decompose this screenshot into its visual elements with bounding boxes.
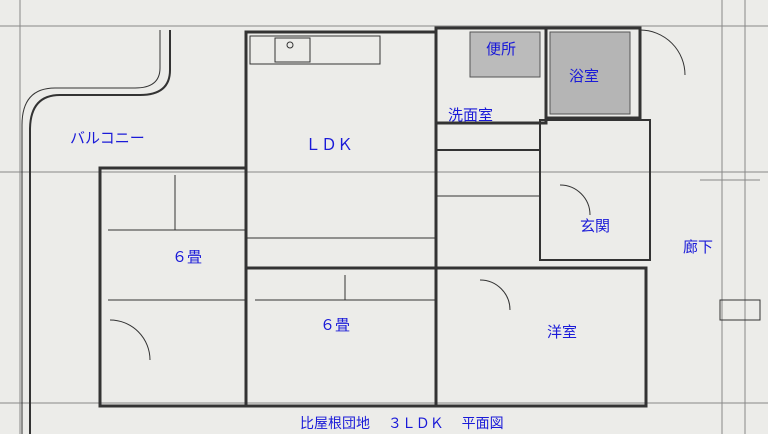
- room-label-washroom: 洗面室: [448, 106, 494, 124]
- caption-type: 平面図: [461, 416, 504, 432]
- room-label-ldk: ＬＤＫ: [305, 135, 354, 154]
- room-label-western-room: 洋室: [547, 323, 578, 341]
- room-label-entrance: 玄関: [580, 217, 611, 235]
- room-label-bath: 浴室: [569, 67, 600, 85]
- caption-layout: ３ＬＤＫ: [387, 416, 444, 432]
- room-label-tatami-west: ６畳: [172, 248, 203, 266]
- room-label-tatami-center: ６畳: [320, 316, 351, 334]
- room-label-balcony: バルコニー: [70, 129, 145, 147]
- room-label-corridor: 廊下: [683, 238, 714, 256]
- room-label-toilet: 便所: [486, 40, 517, 58]
- caption-name: 比屋根団地: [300, 416, 370, 432]
- plan-caption: 比屋根団地 ３ＬＤＫ 平面図: [300, 413, 504, 433]
